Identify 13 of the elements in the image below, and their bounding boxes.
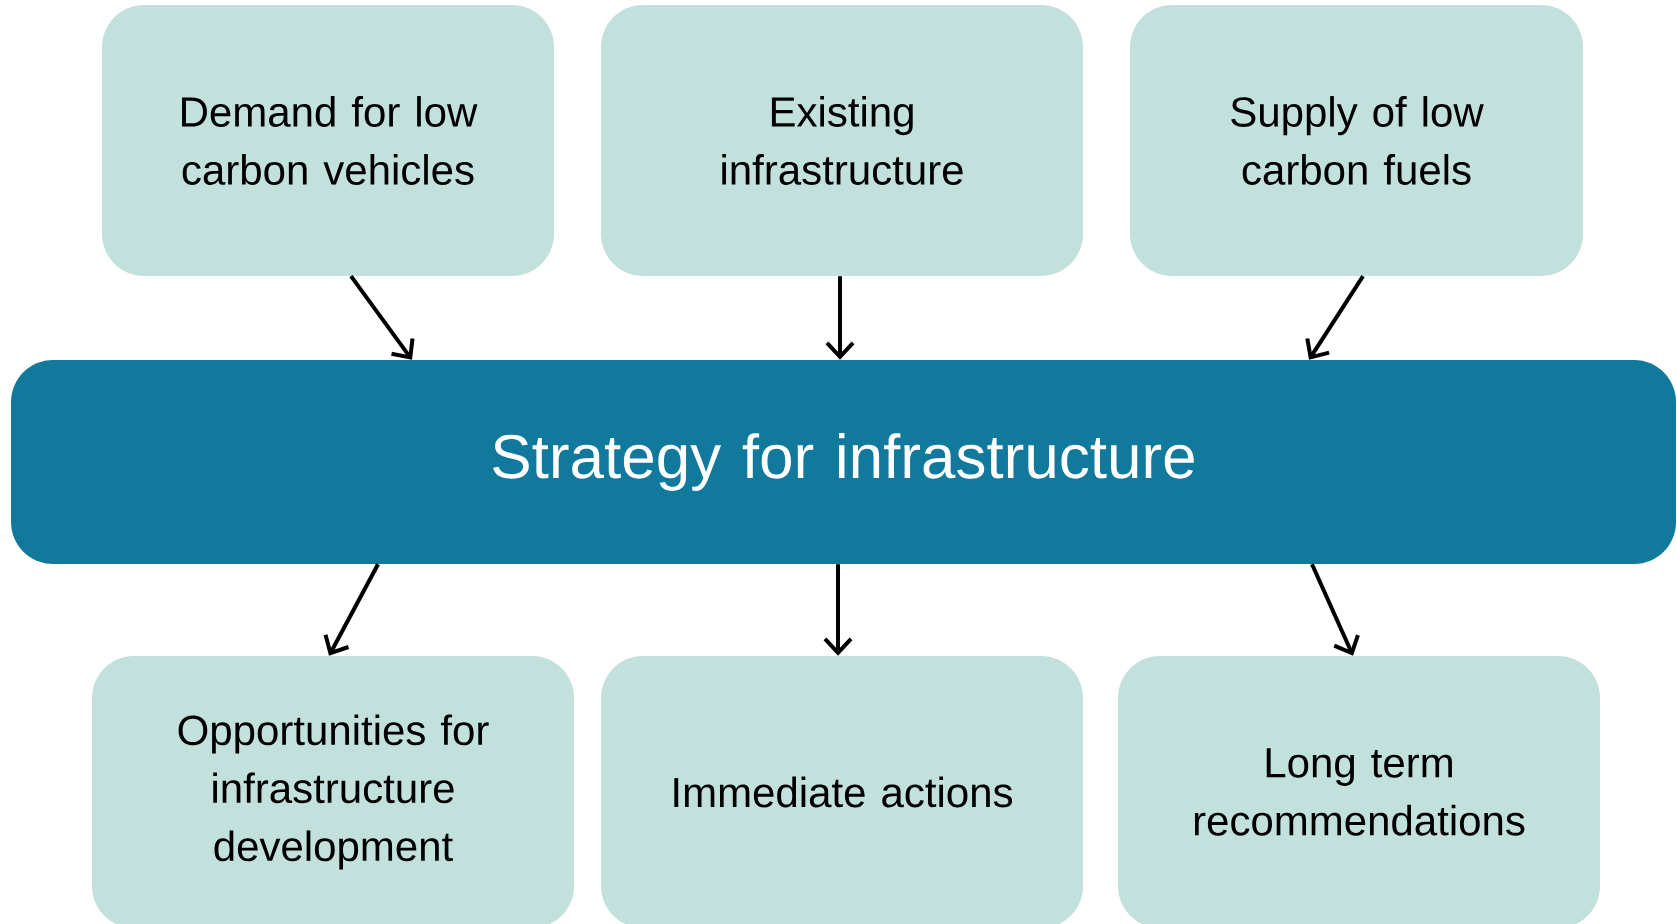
arrow — [323, 563, 380, 656]
process-box: Opportunities for infrastructure development — [92, 656, 574, 924]
process-box: Existing infrastructure — [601, 5, 1083, 276]
arrow — [349, 275, 415, 360]
arrow — [825, 276, 855, 360]
arrow — [1305, 275, 1365, 360]
process-box: Supply of low carbon fuels — [1130, 5, 1583, 276]
arrow — [1310, 563, 1360, 656]
process-box: Demand for low carbon vehicles — [102, 5, 554, 276]
process-box: Long term recommendations — [1118, 656, 1600, 924]
strategy-box: Strategy for infrastructure — [11, 360, 1676, 564]
process-box: Immediate actions — [601, 656, 1083, 924]
arrow — [823, 564, 853, 656]
